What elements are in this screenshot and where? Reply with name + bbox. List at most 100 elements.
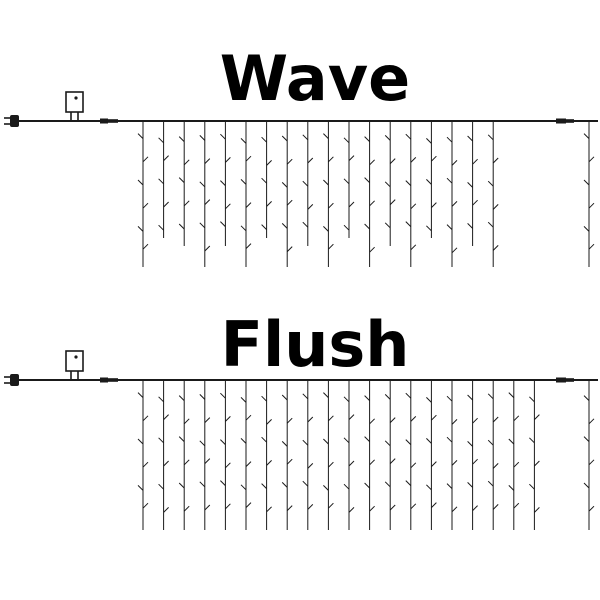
icicle-strand (384, 122, 396, 246)
icicle-strand (446, 381, 458, 530)
icicle-strand (137, 381, 149, 530)
icicle-strand (426, 381, 437, 530)
bulb-tick (348, 460, 355, 467)
bulb-tick (348, 414, 355, 420)
bulb-tick (137, 392, 144, 398)
icicle-strand (220, 381, 231, 530)
bulb-tick (204, 158, 211, 164)
bulb-tick (384, 181, 391, 188)
icicle-strand (583, 122, 595, 267)
bulb-tick (137, 179, 144, 186)
bulb-tick (240, 179, 247, 185)
bulb-tick (410, 203, 417, 210)
bulb-tick (343, 483, 350, 490)
bulb-tick (405, 439, 412, 445)
bulb-tick (389, 458, 396, 464)
bulb-tick (446, 224, 453, 230)
bulb-tick (583, 436, 590, 442)
bulb-tick (446, 177, 453, 184)
bulb-tick (426, 397, 432, 403)
icicle-strand (281, 122, 293, 267)
bulb-tick (451, 201, 458, 207)
bulb-tick (426, 225, 432, 232)
bulb-tick (142, 461, 149, 468)
bulb-tick (183, 459, 190, 466)
power-plug-icon (4, 374, 19, 386)
bulb-tick (142, 502, 149, 509)
icicle-strand (323, 381, 334, 530)
bulb-tick (472, 158, 478, 165)
bulb-tick (348, 155, 355, 161)
bulb-tick (343, 137, 350, 144)
bulb-tick (137, 133, 144, 139)
bulb-tick (261, 395, 267, 402)
bulb-tick (405, 480, 412, 486)
bulb-tick (178, 436, 185, 442)
bulb-tick (328, 243, 334, 250)
bulb-tick (369, 418, 375, 425)
bulb-tick (225, 157, 231, 163)
bulb-tick (348, 507, 355, 513)
bulb-tick (492, 504, 499, 510)
bulb-tick (281, 135, 288, 142)
icicle-strand (302, 381, 314, 530)
bulb-tick (389, 504, 396, 511)
bulb-tick (431, 461, 437, 467)
bulb-tick (137, 485, 144, 491)
bulb-tick (384, 222, 391, 229)
bulb-tick (261, 224, 267, 230)
bulb-tick (220, 480, 226, 486)
connector-icon (100, 377, 118, 383)
bulb-tick (286, 199, 293, 206)
bulb-tick (261, 483, 267, 489)
bulb-tick (286, 158, 293, 165)
bulb-tick (286, 417, 293, 424)
bulb-tick (426, 484, 432, 491)
icicle-strand (583, 381, 595, 530)
bulb-tick (472, 417, 478, 424)
bulb-tick (583, 395, 590, 401)
bulb-tick (410, 244, 417, 251)
bulb-tick (389, 158, 396, 164)
bulb-tick (178, 223, 185, 230)
bulb-tick (178, 136, 185, 142)
bulb-tick (472, 505, 478, 511)
bulb-tick (323, 392, 329, 398)
bulb-tick (492, 245, 499, 251)
bulb-tick (307, 463, 314, 469)
bulb-tick (142, 243, 149, 250)
bulb-tick (266, 506, 272, 513)
bulb-tick (281, 223, 288, 229)
bulb-tick (364, 177, 370, 183)
bulb-tick (302, 134, 309, 141)
bulb-tick (431, 502, 437, 508)
bulb-tick (183, 418, 190, 425)
bulb-tick (220, 392, 226, 399)
bulb-tick (529, 396, 535, 403)
bulb-tick (199, 135, 206, 141)
bulb-tick (323, 485, 329, 491)
bulb-tick (281, 182, 288, 188)
icicle-strand (240, 381, 252, 530)
bulb-tick (328, 502, 334, 509)
bulb-tick (384, 440, 391, 447)
bulb-tick (508, 485, 515, 491)
bulb-tick (583, 179, 590, 186)
bulb-tick (286, 458, 293, 465)
bulb-tick (410, 416, 417, 422)
bulb-tick (451, 247, 458, 254)
icicle-strand (302, 122, 314, 246)
bulb-tick (426, 138, 432, 144)
bulb-tick (467, 182, 473, 188)
bulb-tick (328, 202, 334, 209)
icicle-strand (508, 381, 520, 530)
bulb-tick (364, 482, 370, 489)
bulb-tick (281, 482, 288, 488)
icicle-strand (158, 381, 169, 530)
bulb-tick (137, 226, 144, 232)
bulb-tick (472, 458, 478, 465)
icicle-strand (240, 122, 252, 267)
bulb-tick (266, 201, 272, 207)
bulb-tick (204, 458, 211, 464)
bulb-tick (281, 441, 288, 447)
